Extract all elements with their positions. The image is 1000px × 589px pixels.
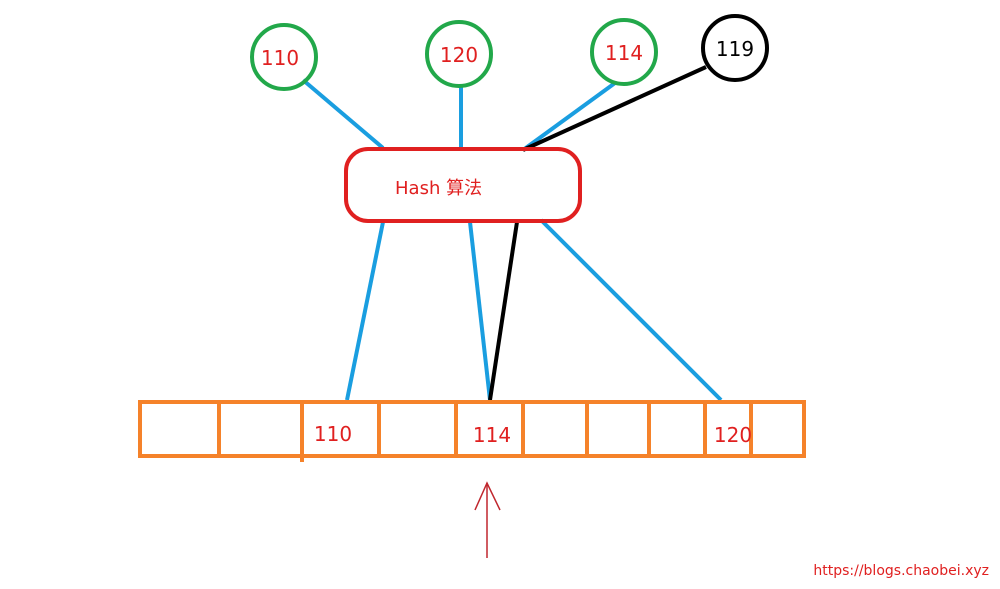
hash-function-box: Hash 算法 [344,147,582,223]
hash-array: 110 114 120 [138,400,806,462]
edge-out-114 [468,221,492,401]
array-cell [647,400,707,458]
key-label: 120 [440,43,478,67]
key-120: 120 [425,20,493,88]
key-119: 119 [701,14,769,82]
hash-box-outline [344,147,582,223]
array-cell-label: 120 [714,423,752,447]
array-cell-label: 110 [314,422,352,446]
hash-box-label: Hash 算法 [395,178,482,199]
key-114: 114 [590,18,658,86]
up-arrow-icon [474,481,501,558]
array-cell [585,400,651,458]
output-edges [345,218,723,402]
array-cell [749,400,806,458]
key-circle [425,20,493,88]
array-cell [377,400,458,458]
array-cell [217,400,304,458]
array-cell [138,400,221,458]
key-label: 119 [716,37,754,61]
key-110: 110 [250,23,318,91]
edge-key-110 [301,78,385,150]
edge-out-120 [539,218,723,402]
collision-key-circle [701,14,769,82]
watermark: https://blogs.chaobei.xyz [813,563,989,579]
key-label: 114 [605,41,643,65]
key-circle [250,23,318,91]
key-label: 110 [261,46,299,70]
input-edges [301,65,707,152]
array-cell [521,400,589,458]
key-circle [590,18,658,86]
edge-out-119 [488,221,519,401]
array-cell-label: 114 [473,423,511,447]
edge-key-119 [522,65,707,152]
edge-out-110 [345,221,385,401]
edge-key-114 [521,81,617,152]
arrow-head [474,481,501,511]
